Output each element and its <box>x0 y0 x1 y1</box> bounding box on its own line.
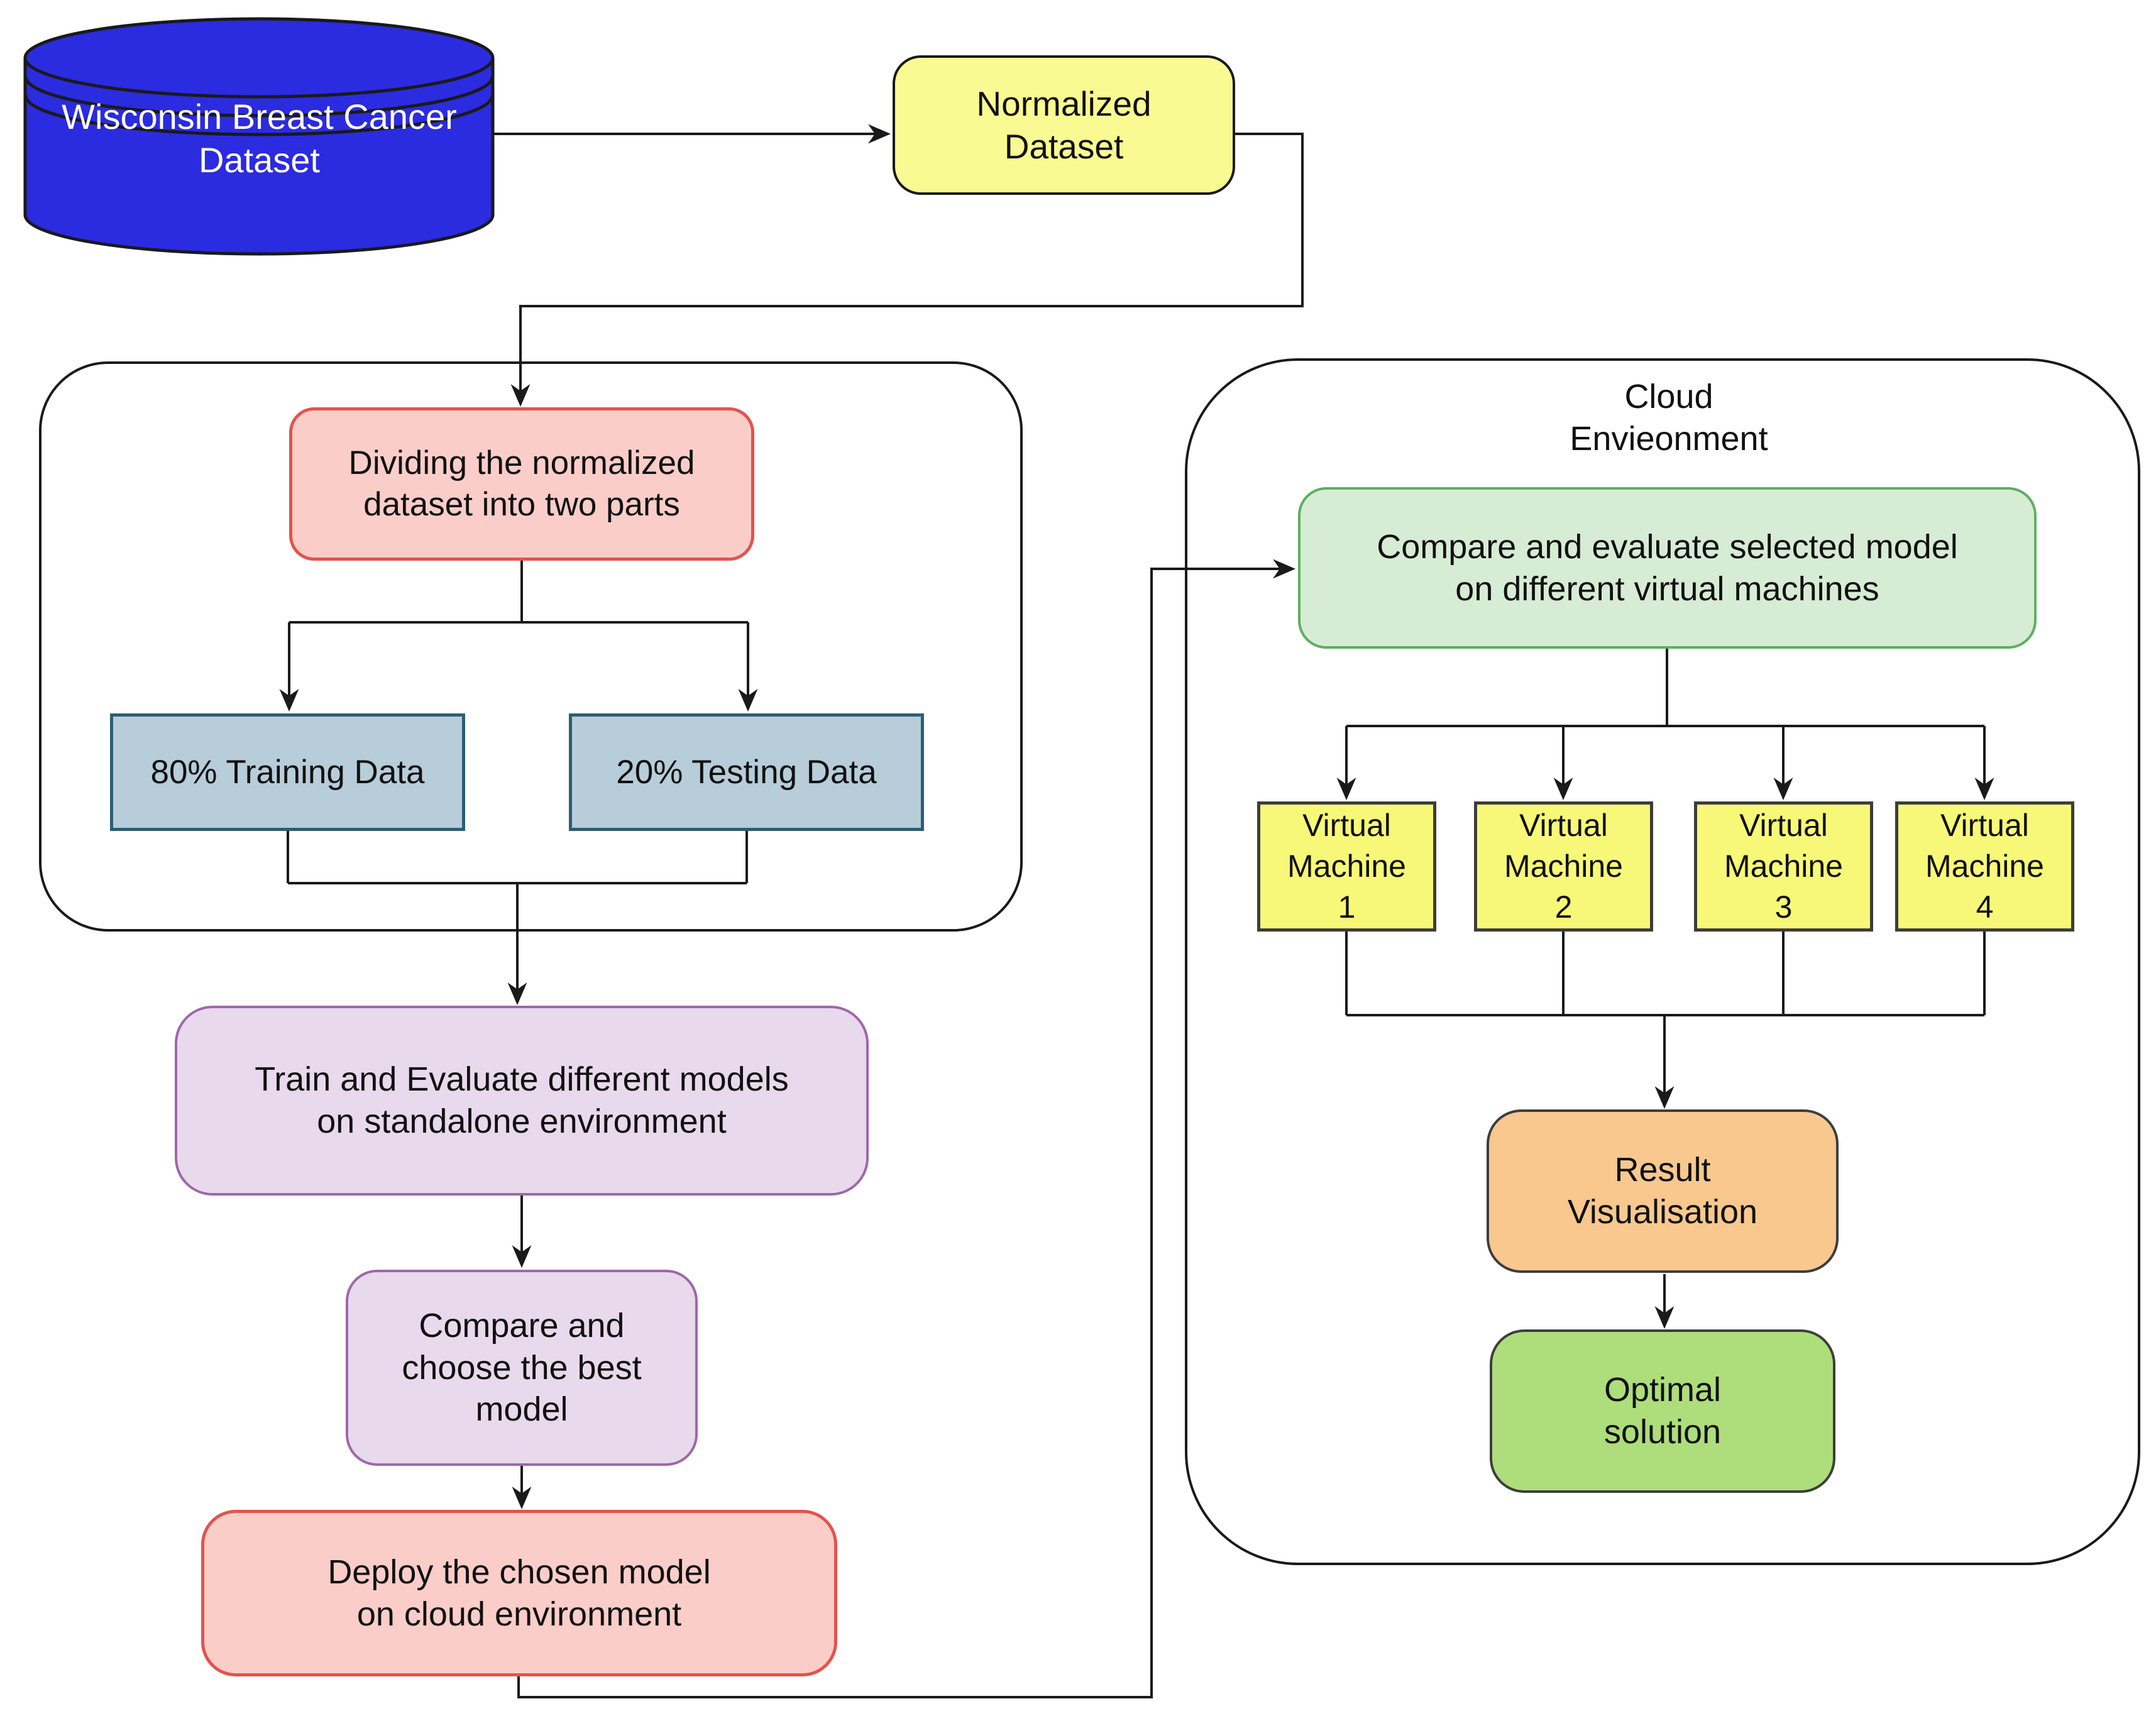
cloud-environment-title: Cloud Envieonment <box>1570 378 1768 458</box>
optimal-solution-node: Optimal solution <box>1490 1329 1835 1493</box>
arrow-normalized-to-dividing <box>510 133 1304 407</box>
wisconsin-dataset-label: Wisconsin Breast Cancer Dataset <box>62 96 457 180</box>
result-visualisation-node: Result Visualisation <box>1487 1109 1839 1273</box>
compare-choose-node: Compare and choose the best model <box>346 1270 698 1466</box>
compare-evaluate-node: Compare and evaluate selected model on d… <box>1298 487 2037 649</box>
arrow-deploy-to-cloud <box>517 559 1296 1698</box>
normalized-dataset-node: Normalized Dataset <box>893 55 1235 195</box>
virtual-machine-1-node: Virtual Machine 1 <box>1257 801 1436 932</box>
cloud-environment-frame <box>1185 358 2140 1565</box>
database-cylinder-shape <box>23 17 495 256</box>
deploy-model-node: Deploy the chosen model on cloud environ… <box>201 1510 837 1676</box>
dividing-dataset-node: Dividing the normalized dataset into two… <box>289 407 754 561</box>
standalone-group-frame <box>39 361 1023 932</box>
virtual-machine-2-node: Virtual Machine 2 <box>1474 801 1653 932</box>
train-evaluate-node: Train and Evaluate different models on s… <box>175 1006 869 1196</box>
testing-data-node: 20% Testing Data <box>569 713 924 831</box>
virtual-machine-4-node: Virtual Machine 4 <box>1895 801 2074 932</box>
training-data-node: 80% Training Data <box>110 713 465 831</box>
virtual-machine-3-node: Virtual Machine 3 <box>1694 801 1873 932</box>
